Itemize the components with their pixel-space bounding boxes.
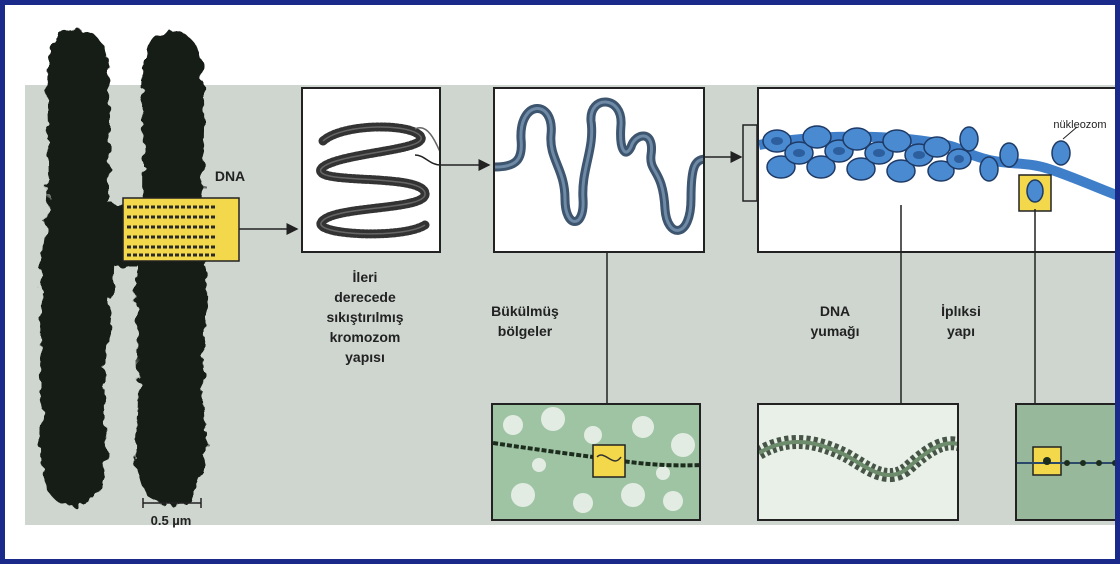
scale-bar-label: 0.5 µm xyxy=(131,511,211,531)
scale-bar xyxy=(5,5,1120,564)
